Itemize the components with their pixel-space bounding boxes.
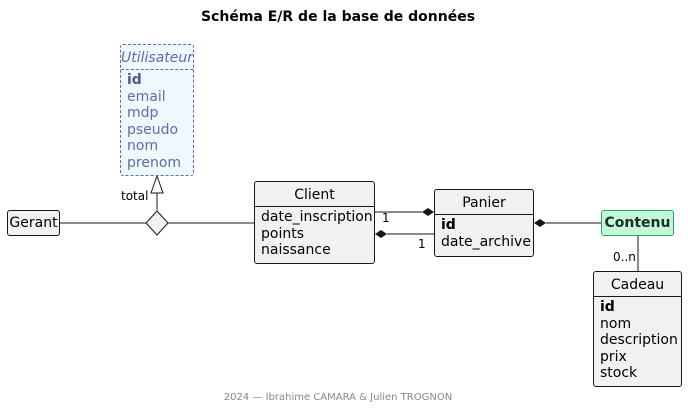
- entity-utilisateur-name: Utilisateur: [121, 50, 194, 66]
- entity-panier[interactable]: Panier id date_archive: [434, 189, 534, 257]
- entity-client-name: Client: [294, 187, 335, 203]
- entity-cadeau-name: Cadeau: [610, 277, 665, 293]
- composition-diamond-panier: [422, 208, 434, 216]
- entity-cadeau[interactable]: Cadeau id nom description prix stock: [593, 271, 682, 387]
- attr-mdp: mdp: [127, 105, 159, 121]
- attr-prix: prix: [600, 348, 627, 365]
- attr-date-archive: date_archive: [441, 233, 531, 250]
- entity-client[interactable]: Client date_inscription points naissance: [254, 181, 375, 264]
- label-client-panier-top: 1: [382, 211, 390, 225]
- diagram-title: Schéma E/R de la base de données: [200, 9, 476, 25]
- generalization-diamond: [145, 210, 169, 236]
- attr-points: points: [261, 225, 304, 242]
- attr-id: id: [127, 72, 142, 88]
- entity-gerant[interactable]: Gerant: [7, 210, 60, 236]
- attr-naissance: naissance: [261, 242, 331, 258]
- composition-diamond-client: [375, 230, 387, 238]
- inheritance-arrow: [150, 174, 164, 194]
- attr-stock: stock: [600, 365, 638, 381]
- attr-nom: nom: [127, 138, 159, 154]
- entity-client-divider: [255, 206, 374, 207]
- association-contenu[interactable]: Contenu: [601, 210, 674, 236]
- attr-prenom: prenom: [127, 154, 182, 171]
- entity-panier-divider: [435, 214, 533, 215]
- attr-id: id: [441, 217, 456, 233]
- entity-panier-name: Panier: [462, 195, 506, 211]
- label-contenu-cadeau: 0..n: [613, 250, 636, 264]
- entity-utilisateur-attributes: id email mdp pseudo nom prenom: [121, 70, 193, 171]
- attr-pseudo: pseudo: [127, 121, 179, 138]
- attr-email: email: [127, 88, 166, 105]
- attr-description: description: [600, 332, 678, 348]
- diagram-footer: 2024 — Ibrahime CAMARA & Julien TROGNON: [223, 392, 453, 403]
- entity-panier-attributes: id date_archive: [435, 215, 533, 250]
- entity-client-attributes: date_inscription points naissance: [255, 207, 374, 259]
- entity-cadeau-divider: [594, 296, 681, 297]
- entity-cadeau-attributes: id nom description prix stock: [594, 297, 681, 382]
- attr-date-inscription: date_inscription: [261, 209, 373, 225]
- entity-utilisateur[interactable]: Utilisateur id email mdp pseudo nom pren…: [120, 44, 194, 176]
- attr-nom: nom: [600, 315, 632, 332]
- attr-id: id: [600, 299, 615, 315]
- label-client-panier-bottom: 1: [418, 237, 426, 251]
- label-total: total: [121, 189, 149, 203]
- entity-utilisateur-divider: [121, 69, 193, 70]
- composition-diamond-panier-contenu: [534, 219, 546, 227]
